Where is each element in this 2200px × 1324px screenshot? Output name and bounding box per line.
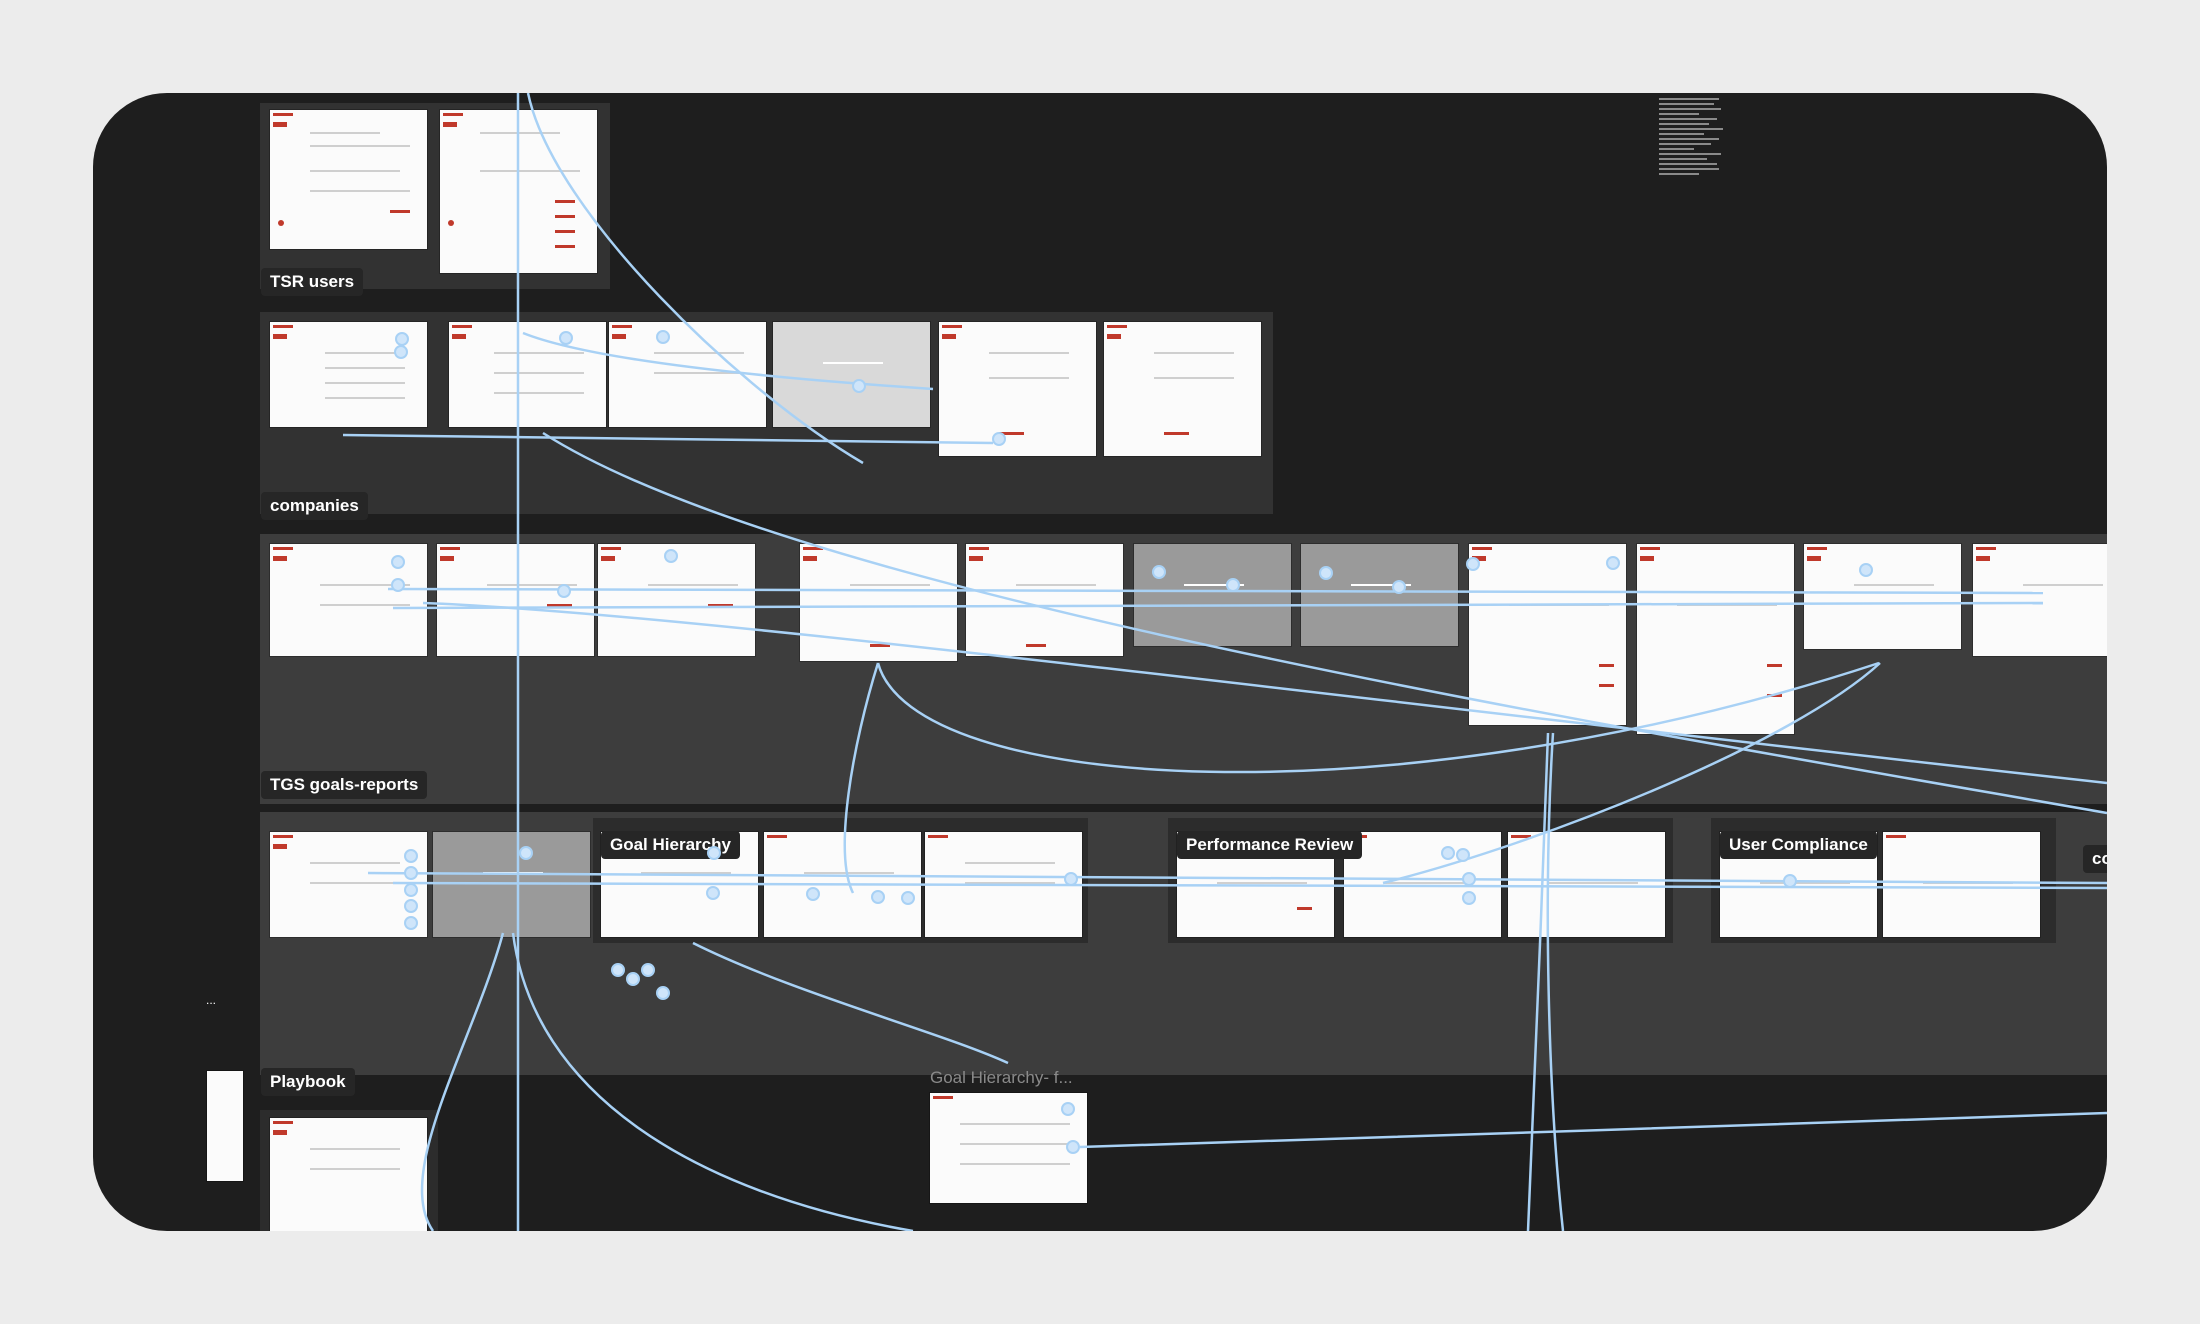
subsection-label-user-compliance[interactable]: User Compliance [1720, 831, 1877, 859]
screen-frame[interactable] [270, 110, 427, 249]
notes-text-block [1659, 98, 1729, 178]
screen-frame[interactable] [1883, 832, 2040, 937]
screen-frame[interactable] [433, 832, 590, 937]
toolbar-dots-icon[interactable]: ... [206, 993, 217, 1007]
screen-frame[interactable] [773, 322, 930, 427]
subsection-label-goal-hierarchy[interactable]: Goal Hierarchy [601, 831, 740, 859]
mini-frame[interactable] [207, 1071, 243, 1181]
section-label-companies[interactable]: companies [261, 492, 368, 520]
section-label-tgs-goals-reports[interactable]: TGS goals-reports [261, 771, 428, 799]
subsection-label-cut-off[interactable]: co [2083, 845, 2107, 873]
screen-frame[interactable] [270, 544, 427, 656]
screen-frame[interactable] [1804, 544, 1961, 649]
screen-frame[interactable] [598, 544, 755, 656]
screen-frame[interactable] [270, 1118, 427, 1231]
section-label-tsr-users[interactable]: TSR users [261, 268, 364, 296]
screen-frame[interactable] [1508, 832, 1665, 937]
section-label-playbook[interactable]: Playbook [261, 1068, 355, 1096]
screen-frame[interactable] [1469, 544, 1626, 725]
screen-frame[interactable] [1637, 544, 1794, 734]
screen-frame[interactable] [1344, 832, 1501, 937]
screen-frame[interactable] [609, 322, 766, 427]
screen-frame[interactable] [270, 322, 427, 427]
screen-frame[interactable] [1134, 544, 1291, 646]
screen-frame[interactable] [440, 110, 597, 273]
screen-frame[interactable] [1301, 544, 1458, 646]
frame-title-goal-hierarchy-f[interactable]: Goal Hierarchy- f... [930, 1068, 1073, 1087]
screen-frame[interactable] [1973, 544, 2107, 656]
design-canvas[interactable]: TSR users companies [93, 93, 2107, 1231]
screen-frame[interactable] [966, 544, 1123, 656]
screen-frame[interactable] [925, 832, 1082, 937]
subsection-label-performance-review[interactable]: Performance Review [1177, 831, 1363, 859]
screen-frame[interactable] [939, 322, 1096, 456]
screen-frame[interactable] [270, 832, 427, 937]
screen-frame[interactable] [764, 832, 921, 937]
screen-frame[interactable] [800, 544, 957, 661]
screen-frame[interactable] [930, 1093, 1087, 1203]
screen-frame[interactable] [437, 544, 594, 656]
screen-frame[interactable] [1104, 322, 1261, 456]
screen-frame[interactable] [449, 322, 606, 427]
